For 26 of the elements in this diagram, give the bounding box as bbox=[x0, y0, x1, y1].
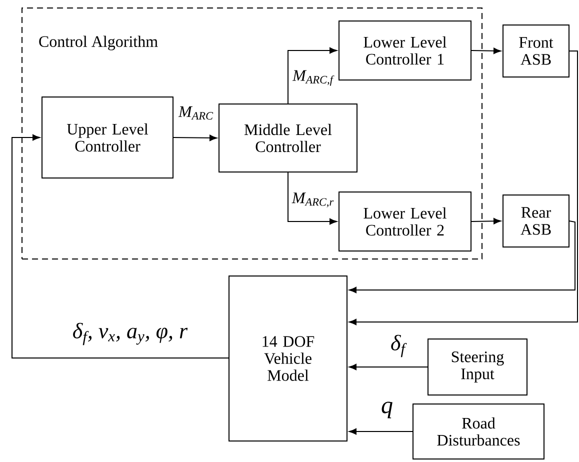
arrow bbox=[173, 134, 217, 142]
arrow bbox=[471, 48, 501, 54]
block-box: Lower Level Controller 1 bbox=[338, 20, 472, 80]
block-box: Steering Input bbox=[428, 338, 528, 396]
block-box: Front ASB bbox=[502, 24, 570, 78]
arrow bbox=[288, 47, 337, 104]
arrow bbox=[349, 428, 413, 435]
arrow bbox=[349, 50, 578, 326]
edge-label: δ$_{f}$, v$_{x}$, a$_{y}$, φ, r bbox=[71, 322, 189, 346]
arrow bbox=[349, 364, 428, 370]
arrow bbox=[349, 220, 576, 294]
arrow bbox=[12, 134, 229, 358]
edge-label: δ$_{f}$ bbox=[390, 334, 407, 358]
block-box: Middle Level Controller bbox=[218, 104, 358, 172]
edge-label: q bbox=[380, 400, 394, 420]
block-box: Road Disturbances bbox=[412, 404, 544, 460]
edge-label: M$_{ARC}$ bbox=[178, 105, 214, 121]
arrow bbox=[288, 172, 337, 225]
arrow bbox=[471, 218, 501, 224]
edge-label: M$_{ARC,f}$ bbox=[292, 69, 334, 87]
block-box: Lower Level Controller 2 bbox=[338, 192, 472, 252]
edge-label: M$_{ARC,r}$ bbox=[290, 192, 336, 208]
block-box: 14 DOF Vehicle Model bbox=[228, 276, 348, 442]
block-box: Rear ASB bbox=[502, 194, 570, 248]
block-box: Upper Level Controller bbox=[42, 96, 174, 178]
frame-title: Control Algorithm bbox=[39, 36, 158, 50]
